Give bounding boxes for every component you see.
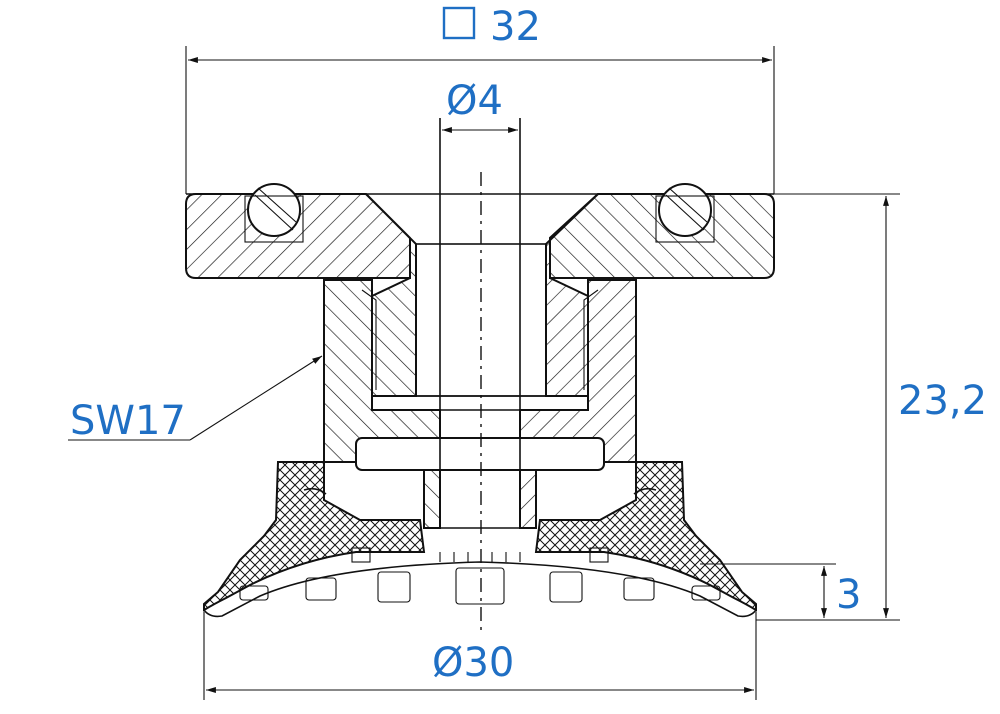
- hex-body-section: [323, 279, 637, 529]
- dim-lip-height: 3: [700, 563, 861, 618]
- cup-ribs: [239, 547, 721, 605]
- dim-bore: Ø4: [442, 78, 518, 133]
- dim-cup-diameter: Ø30: [203, 612, 757, 700]
- flange-width-label: 32: [490, 4, 541, 50]
- cup-diameter-label: Ø30: [432, 640, 514, 686]
- bore-diameter-label: Ø4: [446, 78, 503, 124]
- dim-wrench-size: SW17: [68, 355, 323, 444]
- lip-height-label: 3: [836, 572, 861, 618]
- wrench-size-label: SW17: [70, 398, 186, 444]
- ball-left: [244, 183, 304, 243]
- flange-section: [185, 193, 775, 279]
- suction-cup-section: [203, 461, 757, 618]
- square-symbol-icon: [442, 6, 476, 40]
- ball-right: [655, 183, 715, 243]
- bore-lines: [424, 118, 536, 529]
- insert-section: [365, 193, 599, 397]
- overall-height-label: 23,2: [898, 378, 987, 424]
- dim-flange-width: 32: [185, 4, 775, 194]
- dim-overall-height: 23,2: [756, 193, 987, 621]
